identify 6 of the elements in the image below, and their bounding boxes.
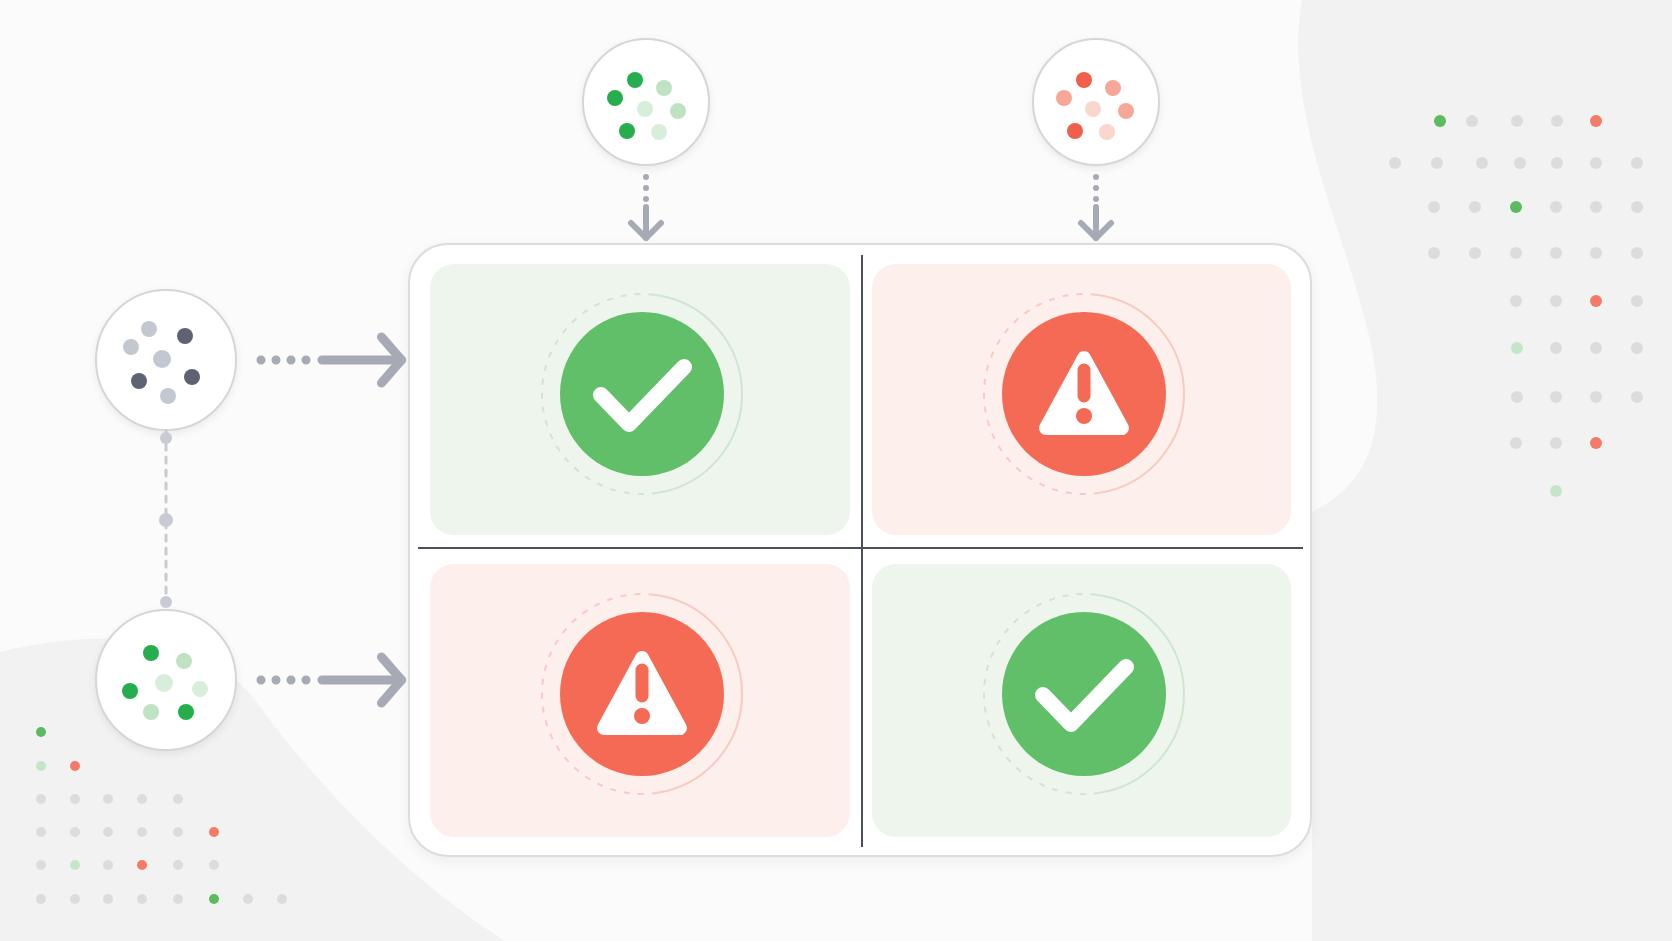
matrix-panel	[408, 243, 1312, 857]
quadrant-cell	[430, 564, 850, 837]
connector-line	[159, 429, 173, 611]
quadrant-cell	[430, 264, 850, 535]
quadrant-cell	[872, 264, 1291, 535]
quadrant-cell	[872, 564, 1291, 837]
